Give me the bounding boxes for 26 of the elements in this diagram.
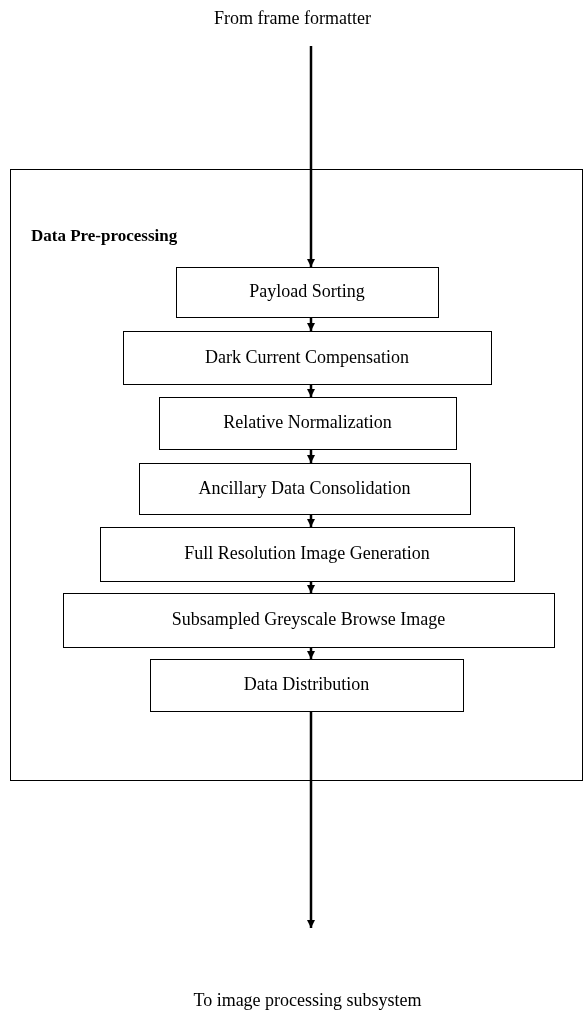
step-label: Ancillary Data Consolidation [198, 477, 411, 500]
step-label: Payload Sorting [249, 281, 365, 303]
step-label: Dark Current Compensation [205, 346, 409, 369]
step-label: Data Distribution [243, 674, 370, 696]
arrow [307, 712, 315, 928]
arrow [307, 450, 315, 463]
process-box [138, 462, 471, 515]
process-box [149, 658, 464, 712]
arrow [307, 582, 315, 593]
process-box [158, 396, 457, 450]
process-box [99, 526, 515, 582]
arrow [307, 648, 315, 659]
step-label: Subsampled Greyscale Browse Image [171, 609, 446, 631]
arrow [307, 46, 315, 267]
step-label: Full Resolution Image Generation [184, 543, 430, 565]
group-title: Data Pre-processing [31, 226, 178, 247]
arrow [307, 385, 315, 397]
process-box [62, 592, 555, 648]
arrow [307, 318, 315, 331]
process-box [175, 266, 439, 318]
group-frame [10, 169, 583, 781]
flow-label: From frame formatter [214, 8, 371, 30]
arrow [307, 515, 315, 527]
flow-label: To image processing subsystem [193, 990, 422, 1012]
step-label: Relative Normalization [223, 412, 392, 434]
process-box [122, 330, 492, 385]
